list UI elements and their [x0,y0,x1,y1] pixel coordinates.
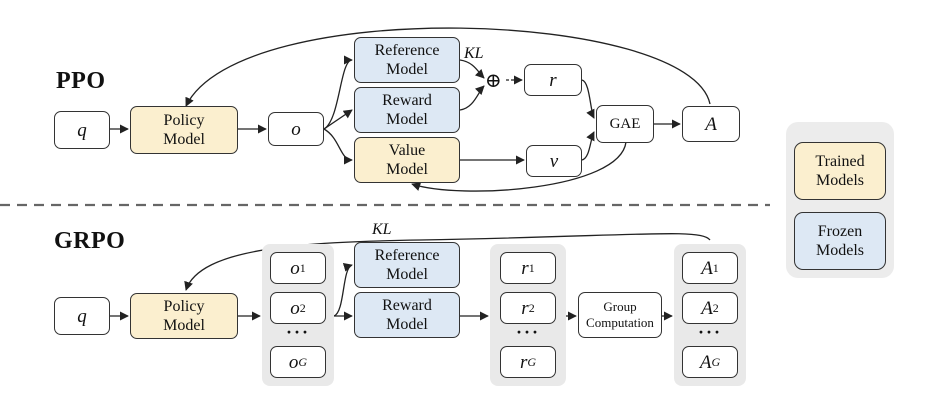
reward-base: r [521,257,529,279]
output-sub: 2 [299,300,306,315]
arrow-reward-plus [459,85,485,111]
arrow-a-policy-feedback [185,27,711,107]
ppo-title: PPO [56,68,106,94]
output-sub: G [298,354,308,369]
ppo-query-box: q [54,111,110,149]
reward-sub: G [527,354,537,369]
arrow-outputs-reference [333,263,353,317]
arrow-o-reward [323,109,353,130]
grpo-query-box: q [54,297,110,335]
arrow-r-gae [581,79,595,119]
advantages-ellipsis: ··· [697,322,722,342]
ppo-reward-model: Reward Model [354,87,460,133]
arrow-o-value [323,128,353,165]
oplus-icon: ⊕ [485,70,502,92]
ppo-output-box: o [268,112,324,146]
advantage-base: A [699,351,712,373]
ppo-value-model: Value Model [354,137,460,183]
reward-base: r [521,297,529,319]
grpo-reference-model: Reference Model [354,242,460,288]
output-sub: 1 [299,260,306,275]
advantage-sub: 1 [712,260,719,275]
advantage-base: A [701,297,713,319]
ppo-advantage-box: A [682,106,740,142]
ppo-value-v-box: v [526,145,582,177]
reward-sub: 1 [528,260,535,275]
arrow-reference-plus [459,59,485,79]
output-base: o [288,351,299,373]
reward-base: r [519,351,528,373]
advantage-sub: 2 [712,300,719,315]
output-base: o [290,257,300,279]
legend-trained: Trained Models [794,142,886,200]
advantage-base: A [701,257,713,279]
grpo-kl-label: KL [372,221,392,238]
outputs-ellipsis: ··· [285,322,310,342]
grpo-policy-model: Policy Model [130,293,238,339]
ppo-kl-label: KL [464,45,484,62]
ppo-reference-model: Reference Model [354,37,460,83]
grpo-reward-model: Reward Model [354,292,460,338]
rewards-ellipsis: ··· [515,322,540,342]
arrow-o-reference [323,55,353,130]
group-computation-box: Group Computation [578,292,662,338]
ppo-policy-model: Policy Model [130,106,238,154]
arrow-gae-value-feedback [411,141,627,192]
arrow-grpo-feedback [184,233,711,291]
arrow-v-gae [581,131,595,161]
grpo-title: GRPO [54,228,126,254]
ppo-reward-r-box: r [524,64,582,96]
output-base: o [290,297,300,319]
reward-sub: 2 [528,300,535,315]
ppo-gae-box: GAE [596,105,654,143]
advantage-sub: G [711,354,721,369]
legend-frozen: Frozen Models [794,212,886,270]
